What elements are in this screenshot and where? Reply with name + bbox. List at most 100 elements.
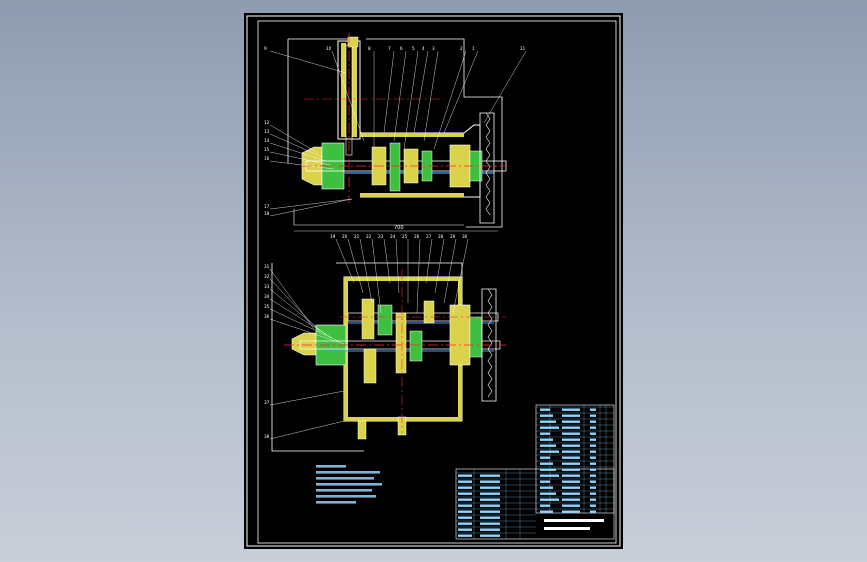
base-foot bbox=[357, 420, 367, 440]
table-cell bbox=[458, 510, 472, 513]
leader-label: 28 bbox=[438, 234, 444, 239]
top-flange bbox=[347, 36, 359, 48]
leader-line bbox=[383, 238, 391, 284]
leader-label: 8 bbox=[368, 46, 371, 51]
leader-line bbox=[269, 288, 327, 336]
leader-label: 37 bbox=[264, 400, 270, 405]
table-cell bbox=[562, 444, 580, 447]
table-cell bbox=[590, 432, 596, 435]
leader-label: 11 bbox=[520, 46, 526, 51]
table-cell bbox=[480, 534, 500, 537]
leader-line bbox=[423, 50, 439, 142]
leader-line bbox=[416, 238, 421, 314]
table-cell bbox=[590, 504, 596, 507]
gear-icon bbox=[361, 298, 435, 384]
leader-line bbox=[331, 50, 365, 142]
table-cell bbox=[480, 480, 500, 483]
leader-line bbox=[443, 238, 457, 304]
leader-label: 9 bbox=[264, 46, 267, 51]
leader-label: 31 bbox=[264, 264, 270, 269]
table-cell bbox=[540, 438, 553, 441]
table-cell bbox=[590, 492, 596, 495]
leader-label: 30 bbox=[462, 234, 468, 239]
note-line bbox=[316, 471, 380, 474]
leader-line bbox=[269, 142, 327, 162]
table-cell bbox=[562, 492, 580, 495]
table-cell bbox=[590, 408, 596, 411]
leader-line bbox=[269, 268, 315, 330]
leader-line bbox=[269, 198, 353, 210]
title-block bbox=[455, 404, 615, 540]
leader-line bbox=[269, 420, 345, 440]
leader-line bbox=[269, 198, 353, 217]
leader-label: 12 bbox=[264, 120, 270, 125]
table-cell bbox=[562, 498, 580, 501]
leader-line bbox=[383, 50, 395, 134]
bearing-icon bbox=[449, 304, 483, 366]
leader-line bbox=[269, 390, 345, 406]
table-cell bbox=[590, 456, 596, 459]
leader-line bbox=[269, 160, 335, 170]
note-line bbox=[316, 465, 346, 468]
table-cell bbox=[540, 504, 550, 507]
leader-label: 26 bbox=[414, 234, 420, 239]
leader-line bbox=[269, 124, 319, 154]
table-cell bbox=[480, 486, 500, 489]
leader-label: 29 bbox=[450, 234, 456, 239]
table-cell bbox=[562, 432, 580, 435]
top-dimension-text: 700 bbox=[394, 225, 404, 231]
leader-line bbox=[269, 133, 323, 158]
table-cell bbox=[540, 510, 553, 513]
leader-label: 23 bbox=[378, 234, 384, 239]
leader-line bbox=[393, 50, 407, 142]
table-cell bbox=[540, 480, 550, 483]
note-line bbox=[316, 501, 356, 504]
parts-list-lower bbox=[455, 468, 615, 540]
table-cell bbox=[540, 492, 556, 495]
table-cell bbox=[540, 426, 559, 429]
table-cell bbox=[458, 528, 472, 531]
table-cell bbox=[590, 414, 596, 417]
note-line bbox=[316, 477, 374, 480]
table-cell bbox=[562, 414, 580, 417]
table-cell bbox=[590, 468, 596, 471]
leader-label: 20 bbox=[342, 234, 348, 239]
table-cell bbox=[540, 420, 556, 423]
table-cell bbox=[590, 420, 596, 423]
table-cell bbox=[458, 480, 472, 483]
leader-label: 36 bbox=[264, 314, 270, 319]
sheet-inner-border bbox=[257, 20, 617, 544]
leader-label: 6 bbox=[400, 46, 403, 51]
leader-line bbox=[359, 238, 373, 304]
table-cell bbox=[480, 528, 500, 531]
table-cell bbox=[562, 474, 580, 477]
table-cell bbox=[540, 486, 553, 489]
gear-icon bbox=[371, 142, 433, 192]
leader-line bbox=[335, 238, 355, 284]
table-cell bbox=[480, 474, 500, 477]
vertical-casing-wall bbox=[341, 43, 346, 137]
note-line bbox=[316, 489, 372, 492]
table-cell bbox=[458, 492, 472, 495]
table-cell bbox=[562, 480, 580, 483]
leader-label: 1 bbox=[472, 46, 475, 51]
table-cell bbox=[458, 516, 472, 519]
table-cell bbox=[458, 486, 472, 489]
leader-label: 15 bbox=[264, 147, 270, 152]
leader-line bbox=[269, 151, 331, 166]
note-line bbox=[316, 495, 376, 498]
table-cell bbox=[562, 438, 580, 441]
table-cell bbox=[458, 504, 472, 507]
table-cell bbox=[458, 474, 472, 477]
casing-wall bbox=[344, 277, 462, 281]
leader-line bbox=[269, 50, 347, 74]
leader-label: 22 bbox=[366, 234, 372, 239]
vertical-casing-wall bbox=[352, 43, 357, 137]
leader-label: 13 bbox=[264, 129, 270, 134]
bottom-frame bbox=[293, 209, 464, 226]
table-cell bbox=[562, 408, 580, 411]
leader-line bbox=[483, 50, 527, 124]
leader-label: 24 bbox=[390, 234, 396, 239]
